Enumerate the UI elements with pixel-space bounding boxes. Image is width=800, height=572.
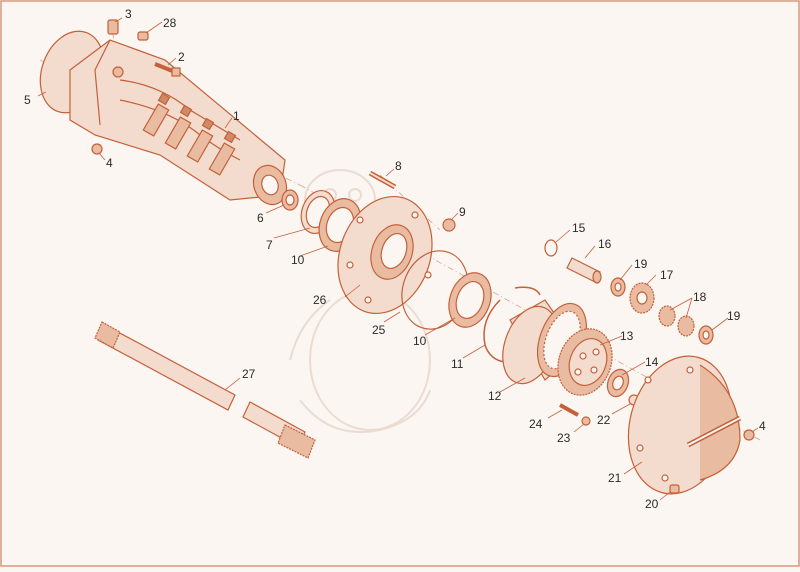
- callout-21: 21: [608, 471, 622, 485]
- callout-28: 28: [163, 16, 177, 30]
- part-plug: [137, 31, 149, 41]
- part-axle-shaft: [94, 321, 316, 459]
- leader-lines: [37, 17, 759, 501]
- part-washer-planet-a: [610, 277, 626, 297]
- part-seal-small: [281, 189, 299, 211]
- callout-10-inner: 10: [291, 253, 305, 267]
- part-nut-left: [91, 143, 103, 155]
- part-wheel-hub: [337, 195, 433, 315]
- callout-12: 12: [488, 389, 502, 403]
- callout-25: 25: [372, 323, 386, 337]
- callout-14: 14: [645, 355, 659, 369]
- callout-27: 27: [242, 367, 256, 381]
- callout-26: 26: [313, 293, 327, 307]
- part-planet-carrier: [557, 328, 613, 396]
- callout-4-left: 4: [106, 156, 113, 170]
- callout-22: 22: [597, 413, 611, 427]
- callout-23: 23: [557, 431, 571, 445]
- part-thrust-washer: [606, 368, 630, 398]
- callout-13: 13: [620, 329, 634, 343]
- part-pin: [559, 403, 579, 417]
- part-hub-cover: [627, 355, 742, 495]
- callout-7: 7: [266, 238, 273, 252]
- part-drain-screw: [669, 484, 680, 494]
- callout-3: 3: [125, 7, 132, 21]
- part-nut-right: [743, 429, 755, 441]
- part-axle-housing: [69, 39, 288, 206]
- callout-6: 6: [257, 211, 264, 225]
- part-breather: [107, 19, 119, 35]
- callout-20: 20: [645, 497, 659, 511]
- part-stud: [368, 170, 397, 190]
- part-planet-gear-large: [629, 282, 655, 314]
- callout-16: 16: [598, 237, 612, 251]
- part-nut-hub: [442, 218, 456, 232]
- callout-4-right: 4: [759, 419, 766, 433]
- part-bearing-outer: [448, 272, 492, 328]
- callout-17: 17: [660, 268, 674, 282]
- part-bolt-housing: [154, 62, 181, 77]
- part-washer-planet-b: [698, 325, 714, 345]
- part-planet-gears-small: [658, 305, 695, 337]
- part-screw-small: [581, 416, 591, 426]
- callout-8: 8: [395, 159, 402, 173]
- part-circlip: [544, 239, 558, 257]
- part-planet-shaft: [566, 257, 602, 284]
- callout-11: 11: [451, 357, 464, 371]
- callout-5: 5: [24, 93, 31, 107]
- callout-19-a: 19: [634, 257, 648, 271]
- callout-1: 1: [233, 109, 240, 123]
- callout-9: 9: [459, 205, 466, 219]
- callout-labels: 3 28 2 5 1 4 8 6 9 7 10 15 16 26 19 17 1…: [24, 7, 766, 511]
- callout-10-outer: 10: [413, 334, 427, 348]
- callout-2: 2: [178, 50, 185, 64]
- callout-19-b: 19: [727, 309, 741, 323]
- callout-24: 24: [529, 417, 543, 431]
- callout-18: 18: [693, 290, 707, 304]
- callout-15: 15: [572, 221, 586, 235]
